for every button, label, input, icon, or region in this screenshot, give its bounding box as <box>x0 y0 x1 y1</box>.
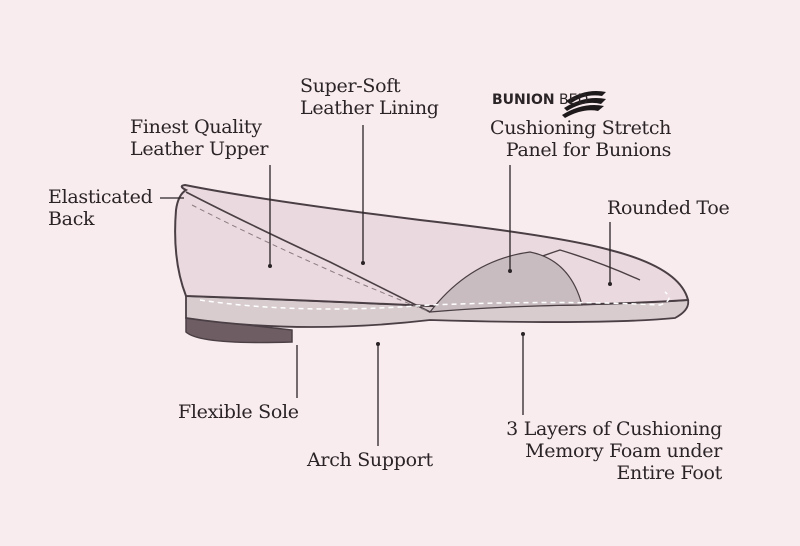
bunion-panel <box>428 251 583 313</box>
bunion-bed-logo-icon <box>562 91 606 118</box>
label-line: Elasticated <box>48 186 153 208</box>
label-line: Entire Foot <box>616 462 722 484</box>
heel <box>185 317 293 344</box>
label-line: Leather Upper <box>130 138 269 160</box>
label-rounded-toe: Rounded Toe <box>607 197 730 219</box>
label-leather-upper: Finest Quality Leather Upper <box>130 116 269 160</box>
brand-bunion-bed: BUNION BED <box>492 92 588 108</box>
label-elasticated-back: Elasticated Back <box>48 186 153 230</box>
label-line: Super-Soft <box>300 75 401 97</box>
label-bunion-panel: Cushioning Stretch Panel for Bunions <box>490 117 671 161</box>
label-line: Back <box>48 208 95 230</box>
label-flexible-sole: Flexible Sole <box>178 401 299 423</box>
brand-light: BED <box>559 92 589 108</box>
brand-bold: BUNION <box>492 92 555 108</box>
label-line: Panel for Bunions <box>505 139 672 161</box>
collar <box>185 191 431 313</box>
label-leather-lining: Super-Soft Leather Lining <box>300 75 439 119</box>
label-line: Memory Foam under <box>525 440 722 462</box>
label-cushioning: 3 Layers of Cushioning Memory Foam under… <box>490 418 722 484</box>
label-line: 3 Layers of Cushioning <box>506 418 722 440</box>
label-line: Cushioning Stretch <box>490 117 672 139</box>
label-line: Finest Quality <box>130 116 262 138</box>
label-line: Leather Lining <box>300 97 439 119</box>
label-arch-support: Arch Support <box>307 449 433 471</box>
